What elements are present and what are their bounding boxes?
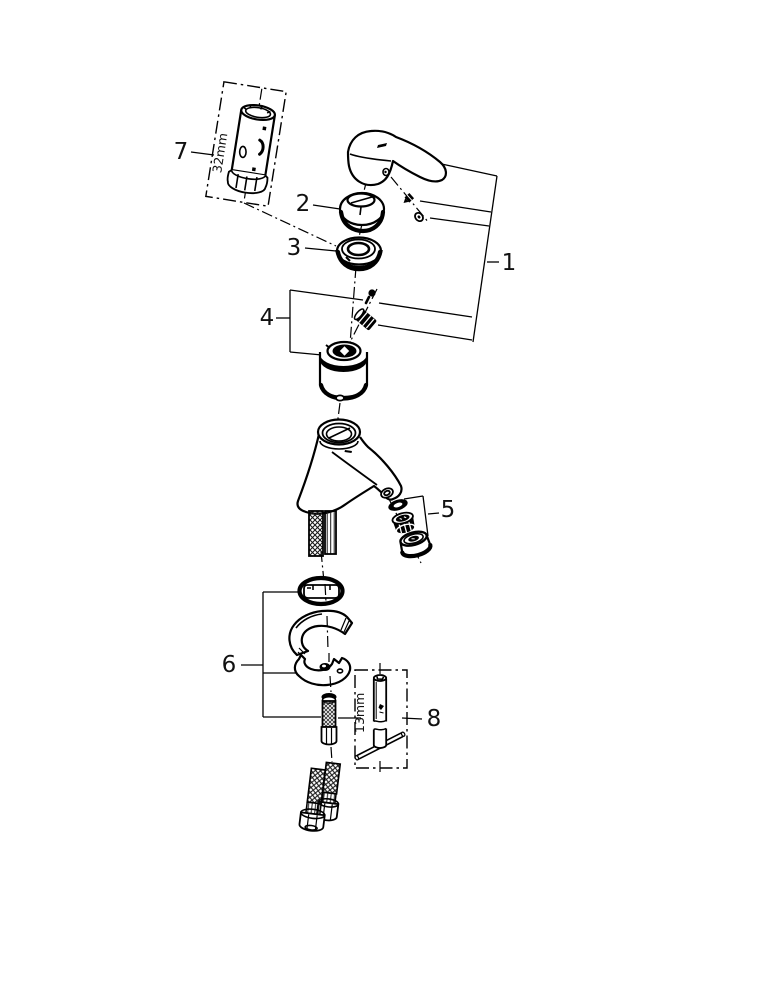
escutcheon-cap [338, 191, 386, 234]
callout-2: 2 [296, 191, 311, 217]
cartridge-screw [364, 289, 376, 305]
cartridge-foot-tab [335, 394, 345, 402]
callout-8: 8 [427, 706, 442, 732]
tool-32mm-box [205, 80, 287, 208]
leader-8 [401, 717, 423, 720]
tool-32mm-socket [226, 103, 277, 195]
handle-screw [403, 193, 415, 204]
supply-hose-stub-right [324, 510, 337, 555]
callout-4: 4 [260, 305, 275, 331]
tool-32mm-alignment-line [243, 202, 337, 247]
bracket-4 [276, 289, 364, 356]
flow-washer [388, 499, 408, 511]
callout-1: 1 [502, 250, 517, 276]
callout-labels: 1 2 3 4 5 6 7 8 [174, 139, 517, 732]
tool-13mm-wrench [354, 674, 406, 761]
tool-13mm-group: 13mm [352, 669, 408, 769]
handle-screw-hole [382, 167, 390, 177]
leader-7 [190, 151, 215, 156]
tool-32mm-size-label: 32mm [209, 132, 230, 174]
callout-lines [190, 151, 499, 720]
callout-7: 7 [174, 139, 189, 165]
tool-13mm-box [354, 669, 408, 769]
tool-13mm-size-label: 13mm [352, 693, 367, 733]
bracket-1 [377, 162, 499, 343]
bracket-6 [241, 591, 321, 718]
handle [346, 129, 447, 187]
aerator-housing [399, 530, 433, 559]
mounting-wedge [288, 609, 354, 657]
leader-2 [312, 204, 341, 210]
callout-3: 3 [287, 235, 302, 261]
spout-outlet [380, 487, 394, 499]
supply-hose-stub-left [308, 510, 324, 557]
handle-plug [414, 211, 424, 223]
callout-5: 5 [441, 497, 456, 523]
body-logo [344, 450, 352, 453]
leader-3 [304, 247, 337, 252]
aerator-insert [391, 511, 416, 535]
faucet-body [296, 418, 403, 515]
cartridge [318, 340, 369, 402]
mounting-ring [335, 236, 383, 272]
centerline-lower [324, 583, 332, 693]
handle-logo [377, 143, 387, 148]
base-gasket [297, 575, 345, 607]
horseshoe-washer [293, 653, 352, 687]
callout-6: 6 [222, 652, 237, 678]
supply-hose-left [298, 767, 327, 832]
cartridge-adapter [353, 308, 377, 330]
mounting-stud [320, 693, 338, 746]
tool-32mm-group: 32mm [205, 80, 287, 208]
